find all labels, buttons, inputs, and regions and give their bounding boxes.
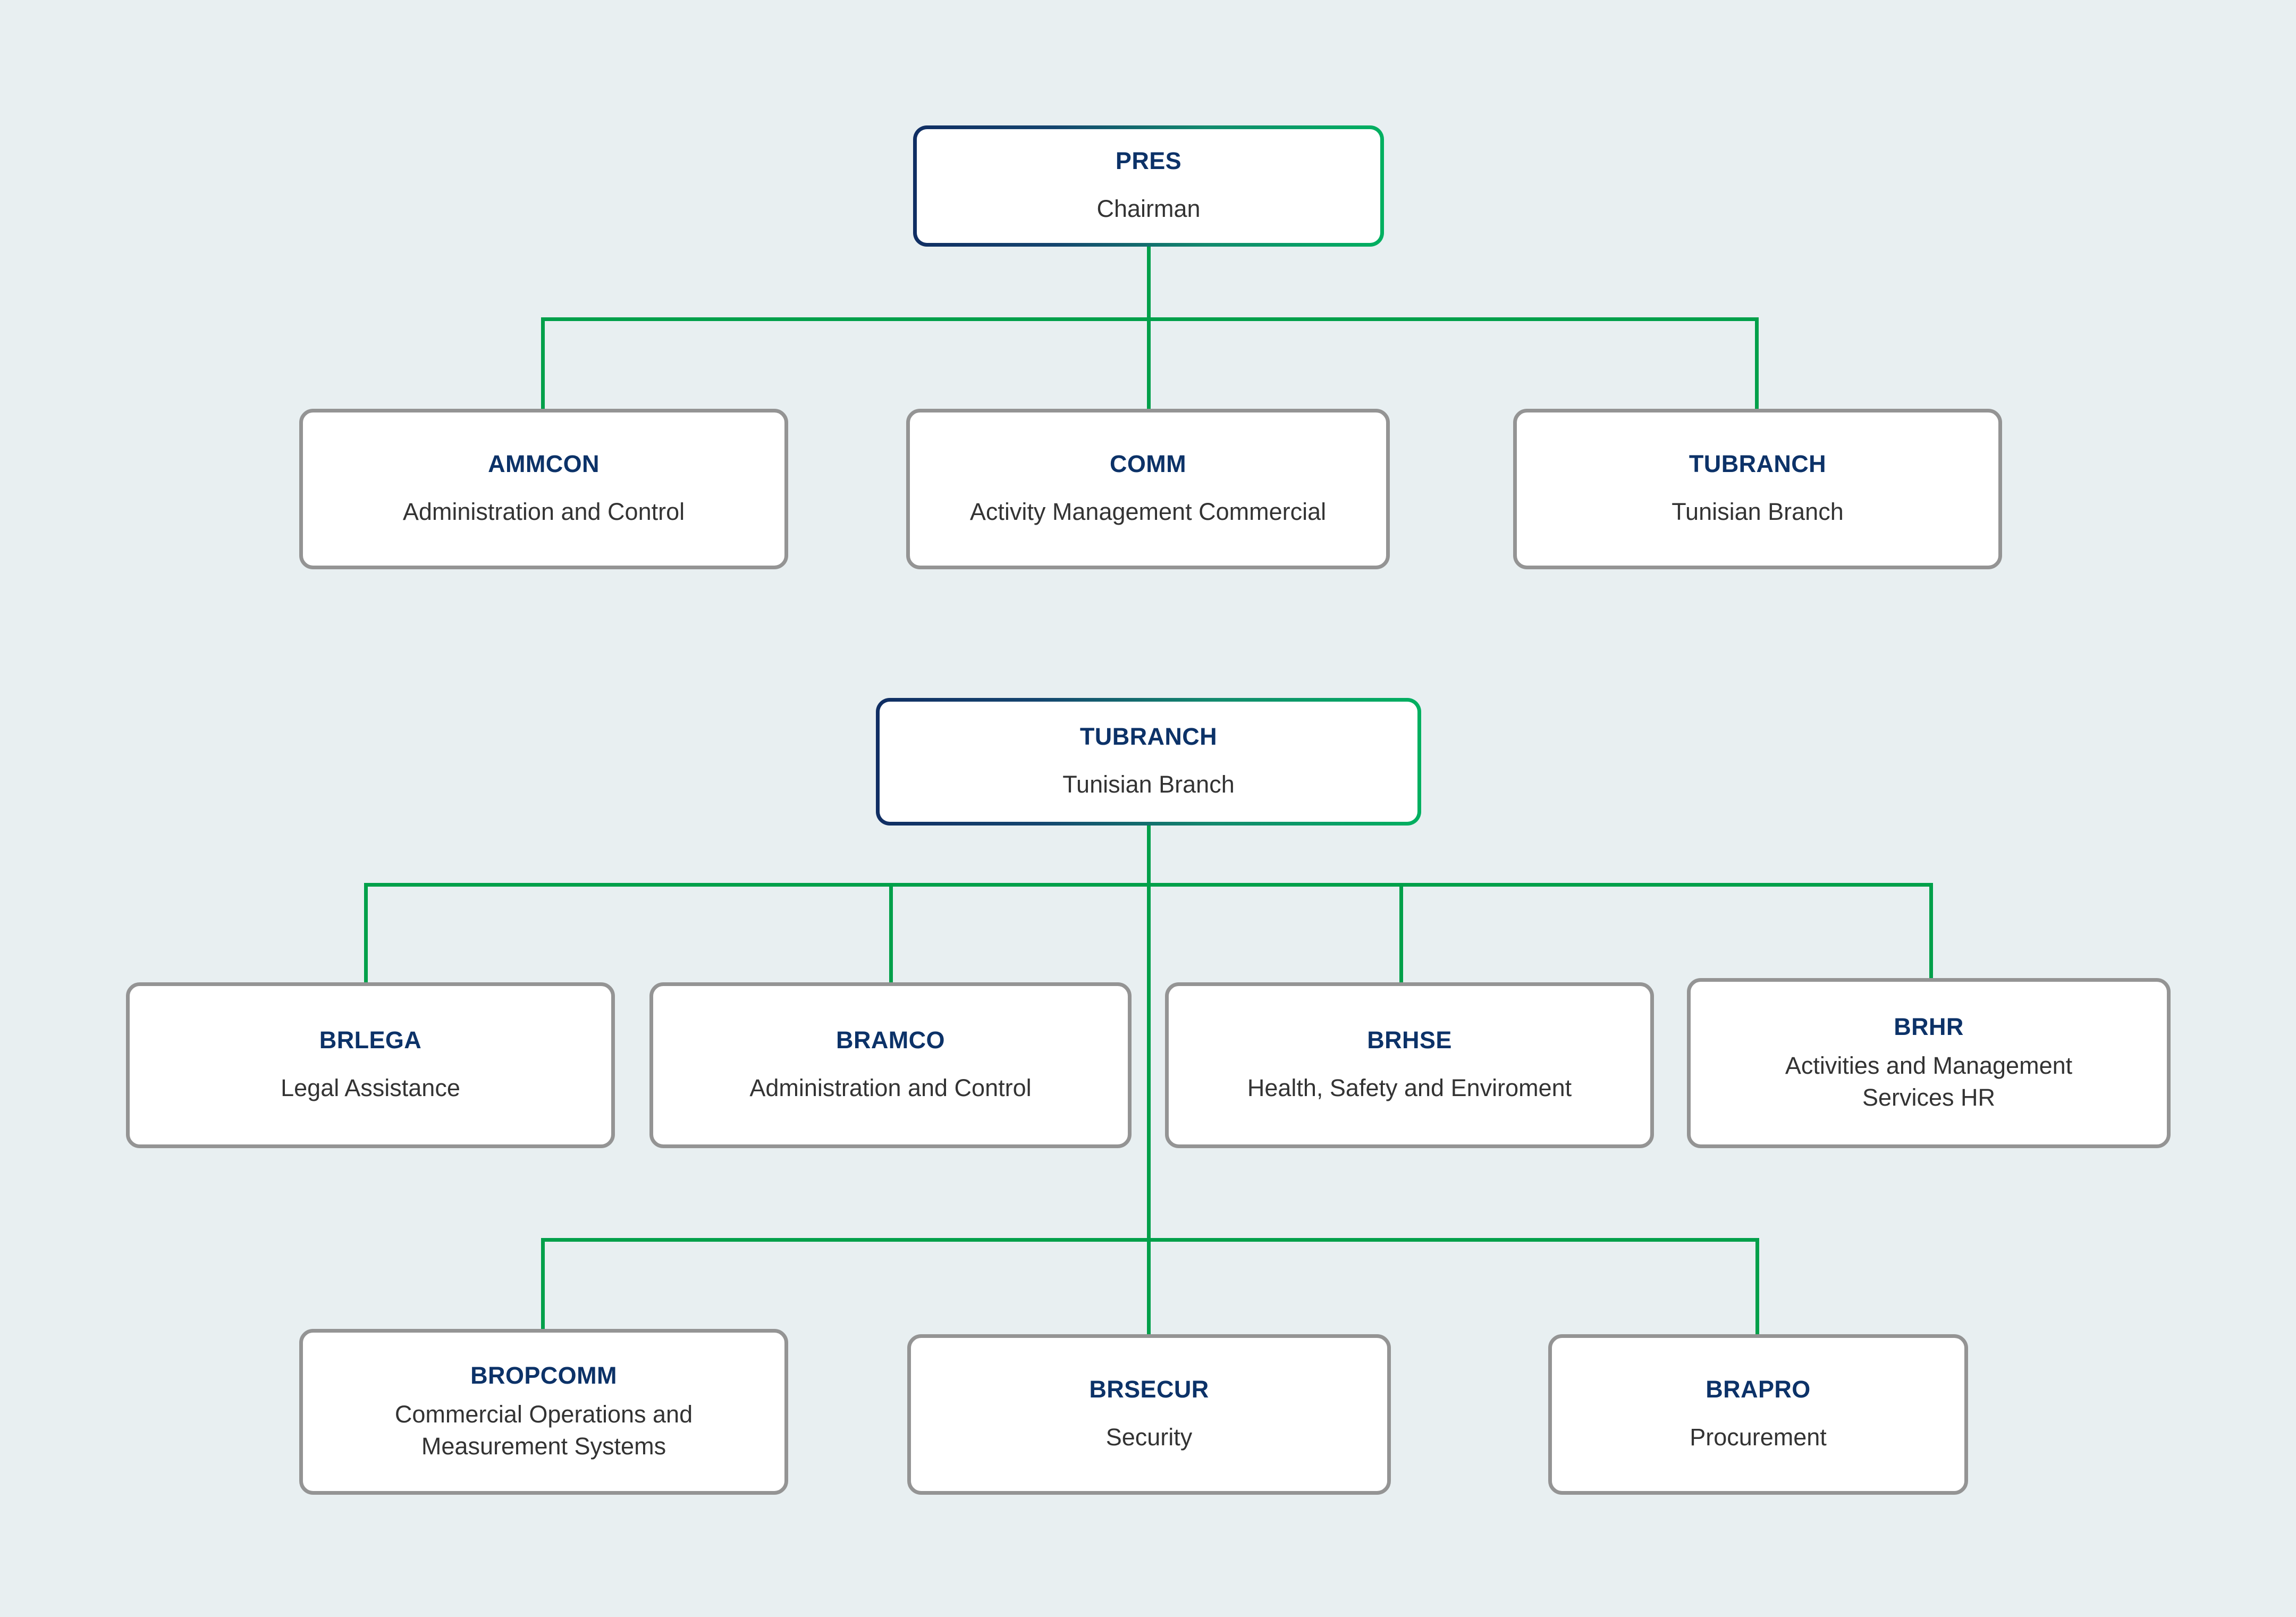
org-node-title: Security	[1105, 1424, 1193, 1451]
org-node-code: AMMCON	[488, 450, 600, 478]
connector-drop-tubranch	[1755, 317, 1759, 411]
org-node-code: BRAPRO	[1706, 1376, 1811, 1403]
connector-drop-bropcomm	[541, 1238, 545, 1334]
org-node-tubranch-top[interactable]: TUBRANCH Tunisian Branch	[1513, 409, 2002, 569]
connector-drop-bramco	[889, 883, 893, 986]
connector-brsecur-bus	[541, 1238, 1759, 1242]
connector-tubranch-bus	[364, 883, 1933, 887]
org-node-code: COMM	[1109, 450, 1187, 478]
org-node-code: PRES	[1115, 147, 1182, 175]
org-node-brhse[interactable]: BRHSE Health, Safety and Enviroment	[1165, 982, 1654, 1148]
org-node-title: Procurement	[1690, 1424, 1827, 1451]
org-node-title: Activities and Management Services HR	[1785, 1052, 2073, 1111]
org-node-title: Activity Management Commercial	[969, 498, 1327, 526]
connector-drop-brhr	[1929, 883, 1933, 986]
org-node-code: TUBRANCH	[1079, 723, 1218, 751]
org-node-tubranch-root[interactable]: TUBRANCH Tunisian Branch	[876, 698, 1421, 826]
org-node-code: BRHSE	[1367, 1026, 1452, 1054]
org-node-title: Health, Safety and Enviroment	[1247, 1074, 1572, 1102]
connector-drop-brapro	[1755, 1238, 1759, 1334]
org-node-code: BRSECUR	[1089, 1376, 1209, 1403]
org-node-pres[interactable]: PRES Chairman	[913, 125, 1384, 247]
connector-tubranch-spine	[1147, 826, 1151, 1243]
org-node-brapro[interactable]: BRAPRO Procurement	[1548, 1334, 1968, 1495]
org-node-code: BRHR	[1894, 1013, 1964, 1040]
org-node-title: Administration and Control	[749, 1074, 1032, 1102]
connector-pres-stem	[1147, 247, 1151, 321]
connector-drop-comm	[1147, 317, 1151, 411]
org-node-title: Chairman	[1096, 195, 1201, 223]
org-node-title: Commercial Operations and Measurement Sy…	[394, 1401, 693, 1460]
org-node-code: BRLEGA	[319, 1026, 422, 1054]
org-node-comm[interactable]: COMM Activity Management Commercial	[906, 409, 1390, 569]
org-node-code: BRAMCO	[836, 1026, 945, 1054]
org-node-code: BROPCOMM	[470, 1361, 617, 1389]
connector-drop-brlega	[364, 883, 368, 986]
org-node-brlega[interactable]: BRLEGA Legal Assistance	[126, 982, 615, 1148]
org-node-bramco[interactable]: BRAMCO Administration and Control	[649, 982, 1132, 1148]
org-node-title: Administration and Control	[402, 498, 685, 526]
org-node-ammcon[interactable]: AMMCON Administration and Control	[299, 409, 788, 569]
org-node-title: Tunisian Branch	[1062, 771, 1235, 798]
org-node-title: Tunisian Branch	[1672, 498, 1844, 526]
connector-drop-ammcon	[541, 317, 545, 411]
connector-drop-brsecur	[1147, 1238, 1151, 1334]
org-node-bropcomm[interactable]: BROPCOMM Commercial Operations and Measu…	[299, 1329, 788, 1495]
org-node-brhr[interactable]: BRHR Activities and Management Services …	[1687, 978, 2171, 1148]
org-node-title: Legal Assistance	[281, 1074, 460, 1102]
org-node-brsecur[interactable]: BRSECUR Security	[907, 1334, 1391, 1495]
connector-drop-brhse	[1399, 883, 1403, 986]
org-node-code: TUBRANCH	[1689, 450, 1827, 478]
